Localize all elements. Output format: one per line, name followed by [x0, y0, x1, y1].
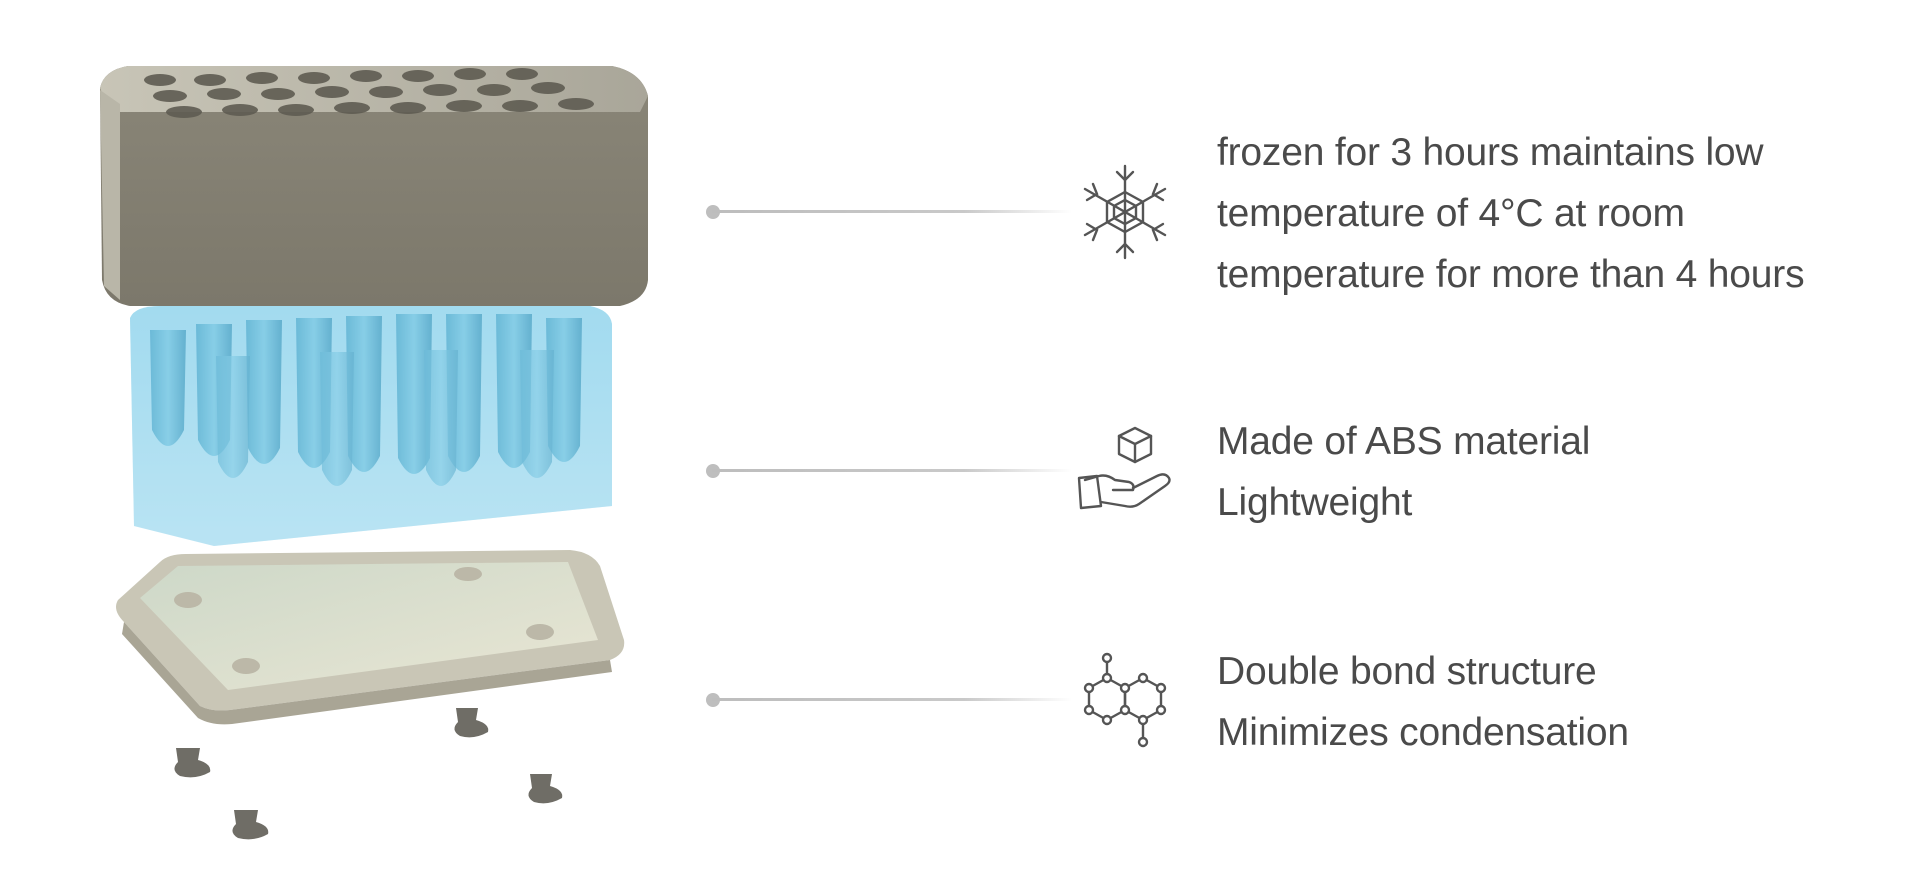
feature-text: frozen for 3 hours maintains low tempera…	[1217, 122, 1897, 305]
feature-line: Double bond structure	[1217, 650, 1597, 693]
rubber-feet	[174, 708, 563, 840]
feature-line: Made of ABS material	[1217, 420, 1591, 463]
connector-line	[712, 210, 1072, 213]
connector-line	[712, 698, 1072, 701]
snowflake-icon	[1073, 160, 1177, 264]
molecule-structure-icon	[1073, 648, 1177, 752]
hand-holding-cube-icon	[1073, 418, 1177, 522]
feature-text: Made of ABS material Lightweight	[1217, 411, 1897, 533]
feature-line: temperature for more than 4 hours	[1217, 253, 1805, 296]
base-tray	[116, 550, 625, 725]
feature-text: Double bond structure Minimizes condensa…	[1217, 641, 1897, 763]
feature-line: temperature of 4°C at room	[1217, 192, 1685, 235]
feature-line: Lightweight	[1217, 481, 1413, 524]
feature-line: Minimizes condensation	[1217, 711, 1629, 754]
connector-line	[712, 469, 1072, 472]
ice-gel-insert	[130, 306, 612, 546]
feature-line: frozen for 3 hours maintains low	[1217, 131, 1764, 174]
tube-rack	[100, 66, 648, 306]
